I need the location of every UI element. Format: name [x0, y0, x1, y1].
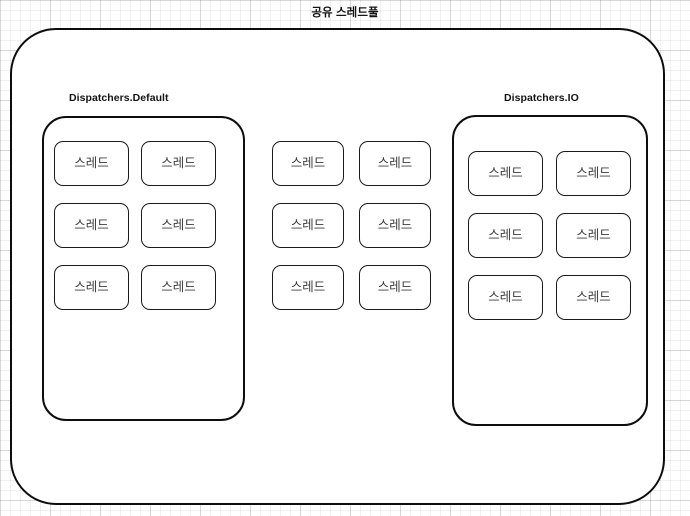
thread-label: 스레드 [576, 166, 611, 181]
thread-label: 스레드 [377, 218, 413, 233]
thread-box[interactable]: 스레드 [468, 275, 543, 320]
thread-label: 스레드 [161, 218, 196, 233]
thread-label: 스레드 [576, 228, 611, 243]
group-label-dispatchers-default: Dispatchers.Default [69, 92, 169, 104]
thread-box[interactable]: 스레드 [54, 265, 129, 310]
thread-label: 스레드 [377, 156, 413, 171]
thread-label: 스레드 [488, 166, 523, 181]
thread-box[interactable]: 스레드 [468, 213, 543, 258]
thread-box[interactable]: 스레드 [556, 151, 631, 196]
thread-label: 스레드 [576, 290, 611, 305]
thread-box[interactable]: 스레드 [141, 203, 216, 248]
thread-box[interactable]: 스레드 [556, 213, 631, 258]
thread-box[interactable]: 스레드 [54, 141, 129, 186]
thread-label: 스레드 [74, 280, 109, 295]
thread-box[interactable]: 스레드 [272, 141, 344, 186]
thread-box[interactable]: 스레드 [272, 203, 344, 248]
thread-label: 스레드 [488, 290, 523, 305]
thread-label: 스레드 [290, 156, 326, 171]
thread-box[interactable]: 스레드 [359, 141, 431, 186]
thread-box[interactable]: 스레드 [556, 275, 631, 320]
thread-label: 스레드 [290, 280, 326, 295]
thread-box[interactable]: 스레드 [54, 203, 129, 248]
thread-box[interactable]: 스레드 [359, 265, 431, 310]
thread-box[interactable]: 스레드 [359, 203, 431, 248]
thread-label: 스레드 [74, 156, 109, 171]
thread-label: 스레드 [290, 218, 326, 233]
thread-label: 스레드 [161, 280, 196, 295]
thread-box[interactable]: 스레드 [141, 265, 216, 310]
thread-box[interactable]: 스레드 [272, 265, 344, 310]
thread-label: 스레드 [488, 228, 523, 243]
thread-label: 스레드 [377, 280, 413, 295]
thread-label: 스레드 [161, 156, 196, 171]
thread-box[interactable]: 스레드 [468, 151, 543, 196]
thread-label: 스레드 [74, 218, 109, 233]
group-label-dispatchers-io: Dispatchers.IO [504, 92, 579, 104]
page-title: 공유 스레드풀 [311, 7, 379, 19]
thread-box[interactable]: 스레드 [141, 141, 216, 186]
